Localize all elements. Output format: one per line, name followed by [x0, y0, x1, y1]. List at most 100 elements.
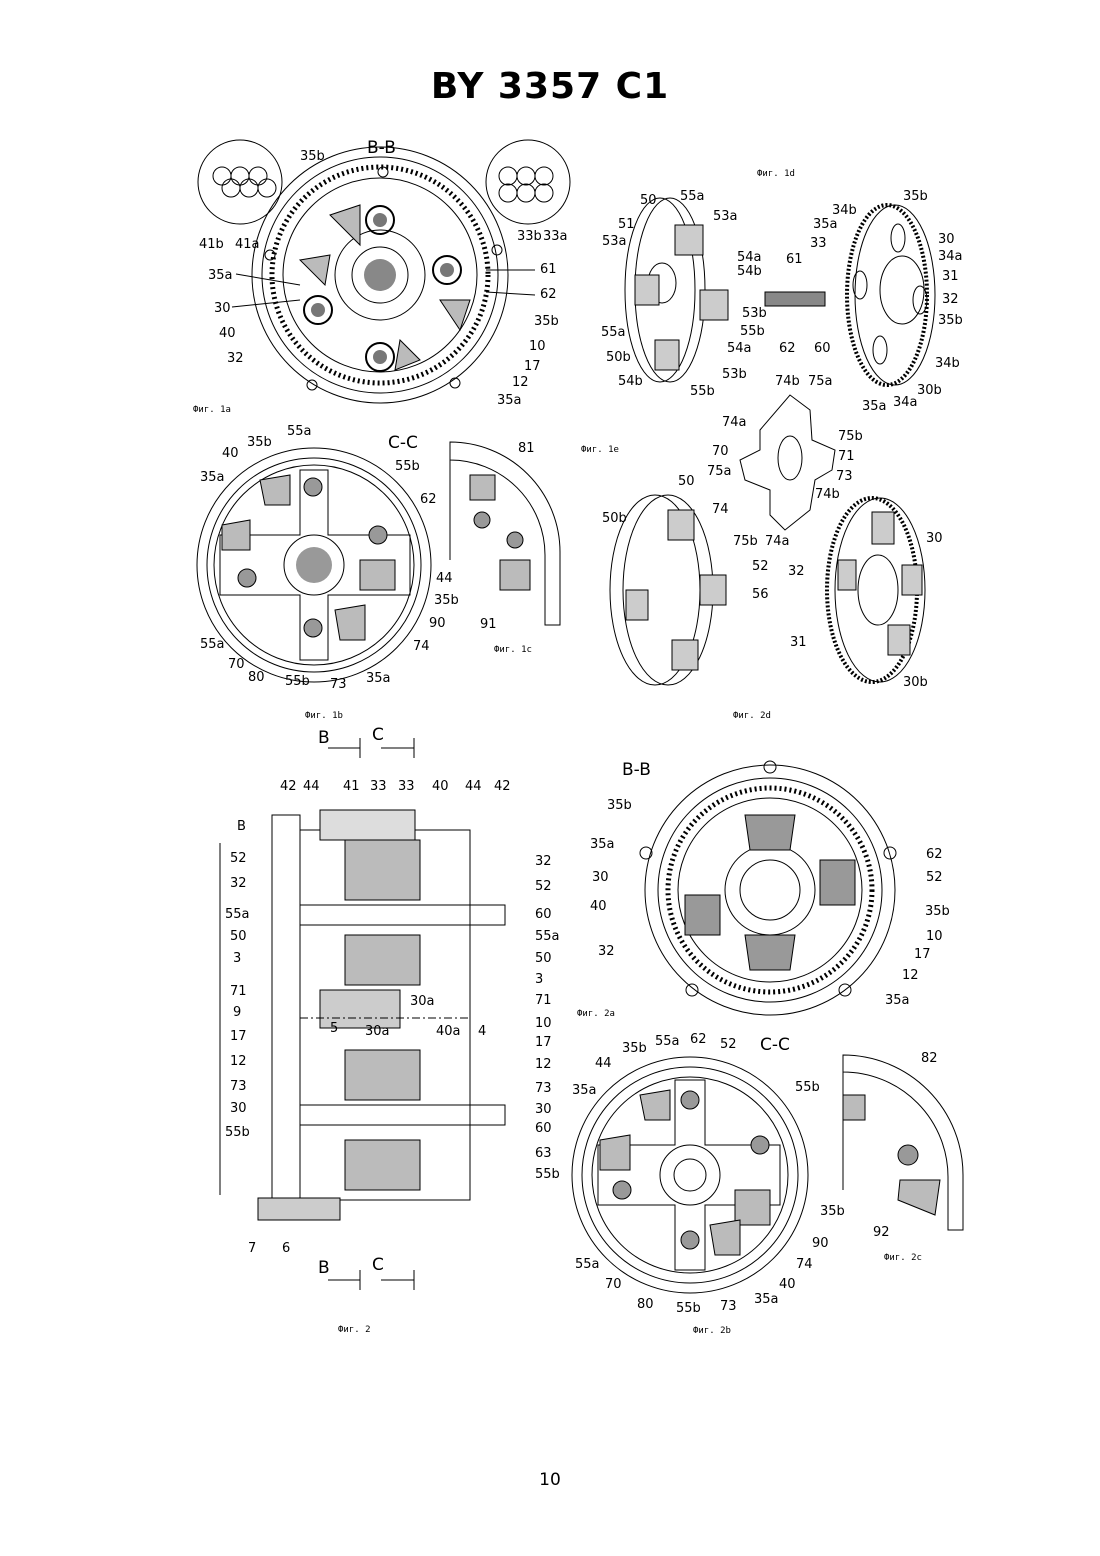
- svg-text:55a: 55a: [225, 907, 250, 922]
- svg-text:74a: 74a: [765, 534, 790, 549]
- svg-text:35a: 35a: [572, 1083, 597, 1098]
- svg-text:32: 32: [230, 876, 247, 891]
- svg-text:Фиг. 2c: Фиг. 2c: [884, 1253, 922, 1263]
- svg-text:30: 30: [214, 301, 231, 316]
- svg-text:50: 50: [678, 474, 695, 489]
- svg-text:52: 52: [535, 879, 552, 894]
- svg-text:62: 62: [540, 287, 557, 302]
- svg-text:71: 71: [535, 993, 552, 1008]
- svg-text:10: 10: [535, 1016, 552, 1031]
- svg-text:30: 30: [926, 531, 943, 546]
- svg-text:40: 40: [590, 899, 607, 914]
- svg-text:60: 60: [814, 341, 831, 356]
- svg-text:53a: 53a: [713, 209, 738, 224]
- svg-text:32: 32: [227, 351, 244, 366]
- svg-text:3: 3: [535, 972, 543, 987]
- svg-text:3: 3: [233, 951, 241, 966]
- svg-text:33: 33: [398, 779, 415, 794]
- svg-text:35b: 35b: [247, 435, 272, 450]
- svg-text:40: 40: [432, 779, 449, 794]
- svg-text:9: 9: [233, 1005, 241, 1020]
- figure-2d: 50 50b 52 56 30 32 31 30b Фиг. 2d: [602, 474, 943, 721]
- svg-text:34b: 34b: [832, 203, 857, 218]
- svg-text:82: 82: [921, 1051, 938, 1066]
- svg-text:5: 5: [330, 1021, 338, 1036]
- svg-text:B-B: B-B: [367, 138, 396, 158]
- svg-text:31: 31: [790, 635, 807, 650]
- svg-text:55b: 55b: [225, 1125, 250, 1140]
- svg-text:35a: 35a: [590, 837, 615, 852]
- svg-text:60: 60: [535, 907, 552, 922]
- svg-text:10: 10: [926, 929, 943, 944]
- svg-text:4: 4: [478, 1024, 486, 1039]
- svg-text:55b: 55b: [676, 1301, 701, 1316]
- svg-text:Фиг. 2: Фиг. 2: [338, 1325, 371, 1335]
- svg-text:92: 92: [873, 1225, 890, 1240]
- svg-text:90: 90: [429, 616, 446, 631]
- figure-2: BC 4244 4133 3340 4442 B 5232 55a50 371 …: [220, 725, 560, 1335]
- svg-text:62: 62: [779, 341, 796, 356]
- svg-text:40: 40: [222, 446, 239, 461]
- svg-text:55b: 55b: [395, 459, 420, 474]
- svg-text:74: 74: [796, 1257, 813, 1272]
- svg-text:44: 44: [436, 571, 453, 586]
- svg-text:50b: 50b: [602, 511, 627, 526]
- svg-text:Фиг. 2b: Фиг. 2b: [693, 1326, 731, 1336]
- svg-text:55b: 55b: [535, 1167, 560, 1182]
- svg-text:32: 32: [535, 854, 552, 869]
- svg-text:30: 30: [938, 232, 955, 247]
- svg-text:12: 12: [535, 1057, 552, 1072]
- svg-text:52: 52: [926, 870, 943, 885]
- svg-text:Фиг. 1c: Фиг. 1c: [494, 645, 532, 655]
- svg-text:80: 80: [248, 670, 265, 685]
- svg-text:56: 56: [752, 587, 769, 602]
- svg-text:73: 73: [230, 1079, 247, 1094]
- figure-2a: B-B 35b35a 3040 32 6252 35b10 1712 35a Ф…: [577, 760, 950, 1019]
- svg-text:35a: 35a: [885, 993, 910, 1008]
- svg-text:75a: 75a: [808, 374, 833, 389]
- figure-1a: B-B 35b 41b41a 33b33a 35a30 4032 6162 35…: [193, 138, 570, 415]
- svg-text:35a: 35a: [497, 393, 522, 408]
- svg-text:53b: 53b: [722, 367, 747, 382]
- svg-text:55a: 55a: [680, 189, 705, 204]
- svg-text:Фиг. 1a: Фиг. 1a: [193, 405, 231, 415]
- svg-text:30b: 30b: [903, 675, 928, 690]
- svg-text:32: 32: [598, 944, 615, 959]
- svg-text:55a: 55a: [601, 325, 626, 340]
- svg-text:17: 17: [535, 1035, 552, 1050]
- svg-text:31: 31: [942, 269, 959, 284]
- svg-text:40: 40: [779, 1277, 796, 1292]
- svg-text:35a: 35a: [208, 268, 233, 283]
- svg-text:55a: 55a: [575, 1257, 600, 1272]
- svg-text:35a: 35a: [366, 671, 391, 686]
- svg-text:41b: 41b: [199, 237, 224, 252]
- svg-text:74b: 74b: [815, 487, 840, 502]
- svg-text:35b: 35b: [820, 1204, 845, 1219]
- svg-text:54a: 54a: [727, 341, 752, 356]
- svg-text:33: 33: [370, 779, 387, 794]
- svg-text:C: C: [372, 725, 384, 745]
- svg-text:62: 62: [926, 847, 943, 862]
- svg-text:30: 30: [592, 870, 609, 885]
- svg-text:30: 30: [230, 1101, 247, 1116]
- svg-text:71: 71: [838, 449, 855, 464]
- svg-text:B: B: [318, 1258, 330, 1278]
- svg-text:B-B: B-B: [622, 760, 651, 780]
- svg-text:Фиг. 2a: Фиг. 2a: [577, 1009, 615, 1019]
- svg-text:32: 32: [942, 292, 959, 307]
- svg-text:17: 17: [914, 947, 931, 962]
- svg-text:33a: 33a: [543, 229, 568, 244]
- svg-text:55a: 55a: [655, 1034, 680, 1049]
- svg-text:70: 70: [228, 657, 245, 672]
- svg-text:53a: 53a: [602, 234, 627, 249]
- svg-text:30a: 30a: [365, 1024, 390, 1039]
- svg-text:32: 32: [788, 564, 805, 579]
- svg-text:91: 91: [480, 617, 497, 632]
- svg-text:33: 33: [810, 236, 827, 251]
- svg-text:81: 81: [518, 441, 535, 456]
- svg-text:52: 52: [752, 559, 769, 574]
- svg-text:35b: 35b: [938, 313, 963, 328]
- svg-text:Фиг. 2d: Фиг. 2d: [733, 711, 771, 721]
- svg-text:74: 74: [413, 639, 430, 654]
